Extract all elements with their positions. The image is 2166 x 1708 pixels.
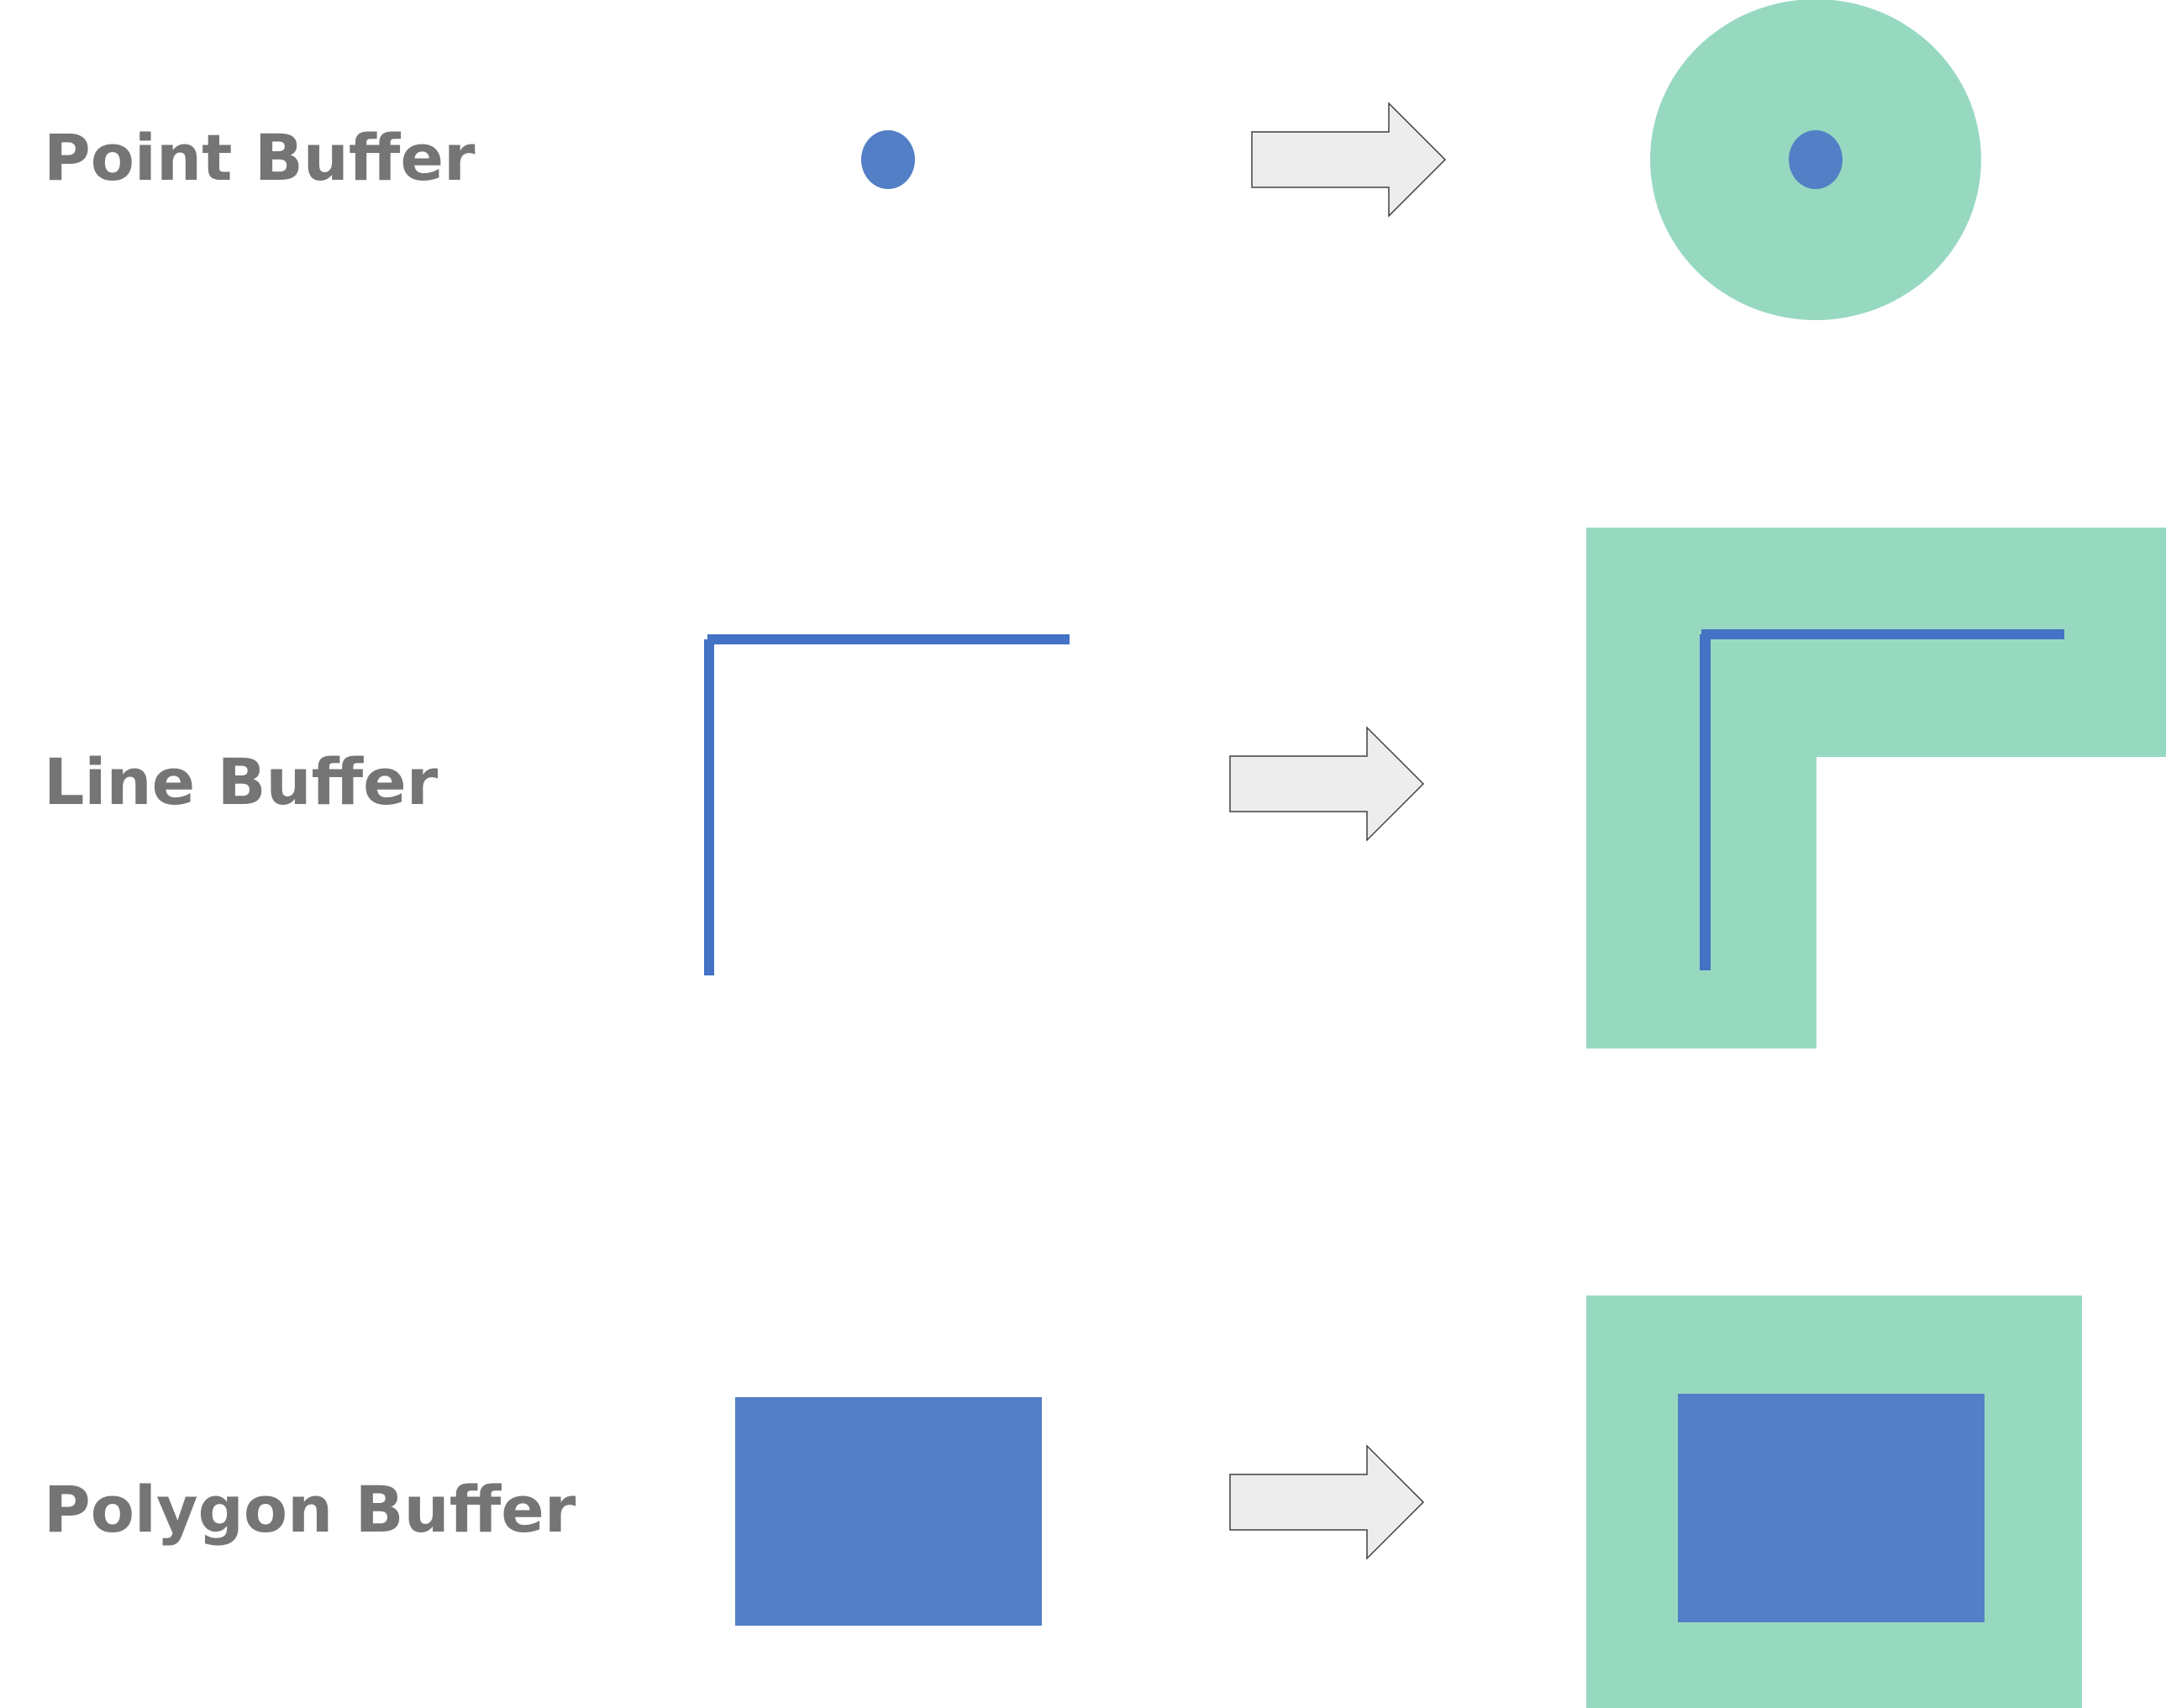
point-arrow-icon — [1251, 102, 1447, 218]
polygon-buffer-label: Polygon Buffer — [44, 1472, 576, 1547]
input-line-horizontal — [707, 634, 1070, 644]
line-arrow-icon — [1229, 726, 1425, 842]
buffered-polygon — [1678, 1394, 1985, 1622]
point-buffer-label: Point Buffer — [44, 120, 476, 195]
buffered-line-vertical — [1700, 634, 1711, 970]
polygon-arrow-icon — [1229, 1444, 1425, 1560]
input-point — [861, 130, 915, 189]
line-buffer-label: Line Buffer — [44, 744, 439, 819]
buffered-point — [1789, 130, 1843, 189]
line-buffer-zone — [1586, 528, 2166, 1048]
buffered-line-horizontal — [1701, 629, 2064, 639]
input-polygon — [735, 1397, 1042, 1626]
input-line-vertical — [704, 639, 714, 975]
